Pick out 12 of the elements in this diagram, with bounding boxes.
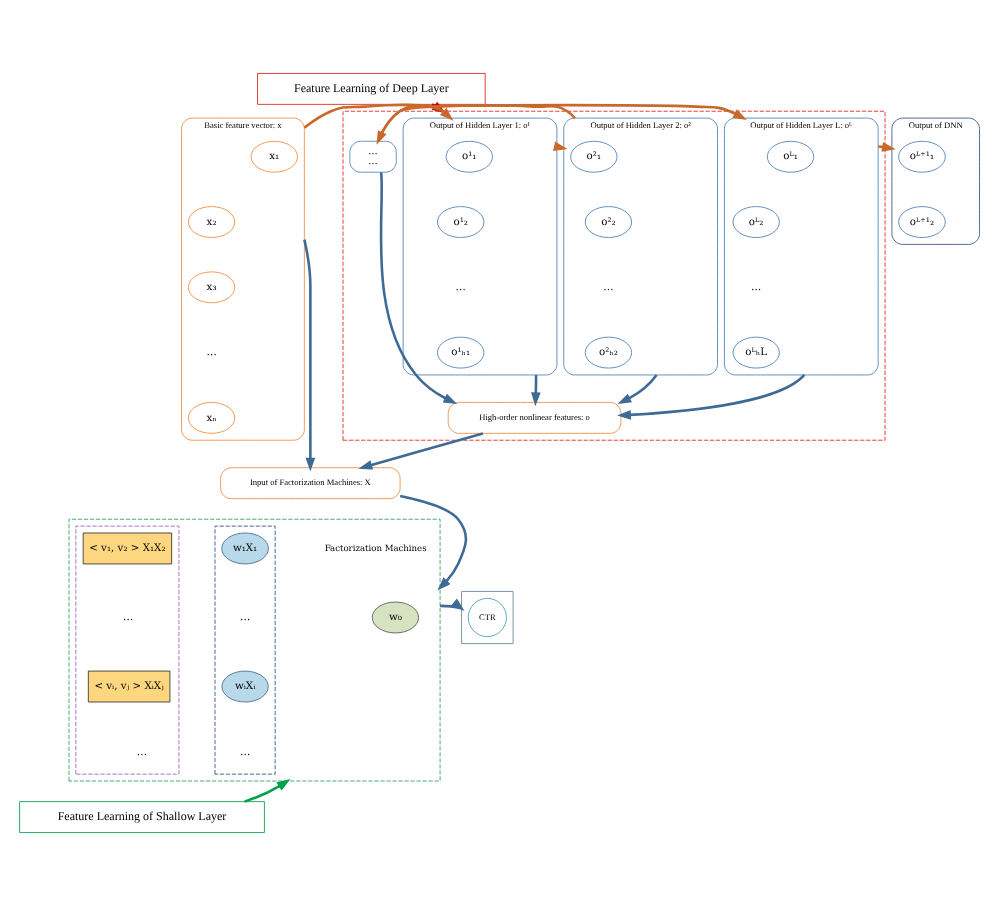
- cluster: [75, 524, 180, 774]
- arrow: [617, 373, 806, 419]
- arrow: [358, 431, 484, 469]
- arrow: [244, 777, 291, 802]
- cluster: [68, 517, 441, 781]
- arrow: [440, 597, 465, 610]
- arrow: [303, 238, 316, 471]
- cluster: [214, 524, 276, 774]
- arrow: [617, 373, 658, 404]
- arrow: [531, 373, 541, 406]
- arrow: [379, 171, 458, 404]
- arrow: [399, 493, 468, 590]
